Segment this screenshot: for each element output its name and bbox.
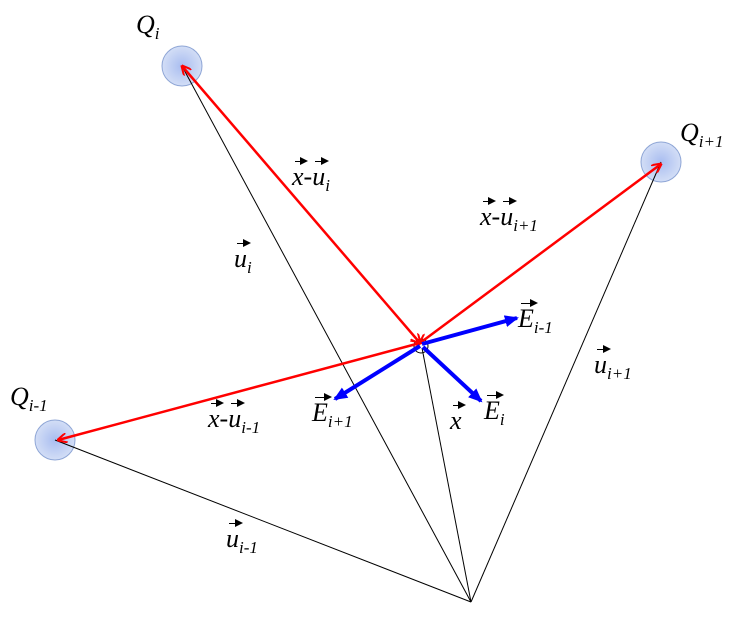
label-u-i-minus-1: ui-1 [226,519,258,557]
vector-u-i [181,65,472,603]
label-e-i: Ei [484,391,505,429]
vector-u-i-minus-1 [54,439,472,603]
label-e-i-plus-1: Ei+1 [312,393,353,431]
vector-e-i-plus-1 [333,344,422,401]
label-x-minus-u-i: x-ui [292,157,330,195]
label-x-minus-u-i-minus-1: x-ui-1 [208,399,261,437]
vector-e-i-minus-1 [421,315,519,346]
vector-x-minus-u-i-minus-1 [58,343,420,440]
label-q-i-plus-1: Qi+1 [680,118,724,151]
vector-e-i [421,345,483,403]
label-e-i-minus-1: Ei-1 [518,299,553,337]
label-u-i-plus-1: ui+1 [594,345,632,383]
vector-x-minus-u-i-plus-1 [420,164,661,343]
label-u-i: ui [234,239,252,277]
label-x: x [450,401,465,435]
position-vectors [54,65,662,603]
label-q-i-minus-1: Qi-1 [10,382,48,415]
label-x-minus-u-i-plus-1: x-ui+1 [480,197,538,235]
vector-x [421,347,472,603]
vector-x-minus-u-i [182,66,420,343]
label-q-i: Qi [136,10,160,43]
